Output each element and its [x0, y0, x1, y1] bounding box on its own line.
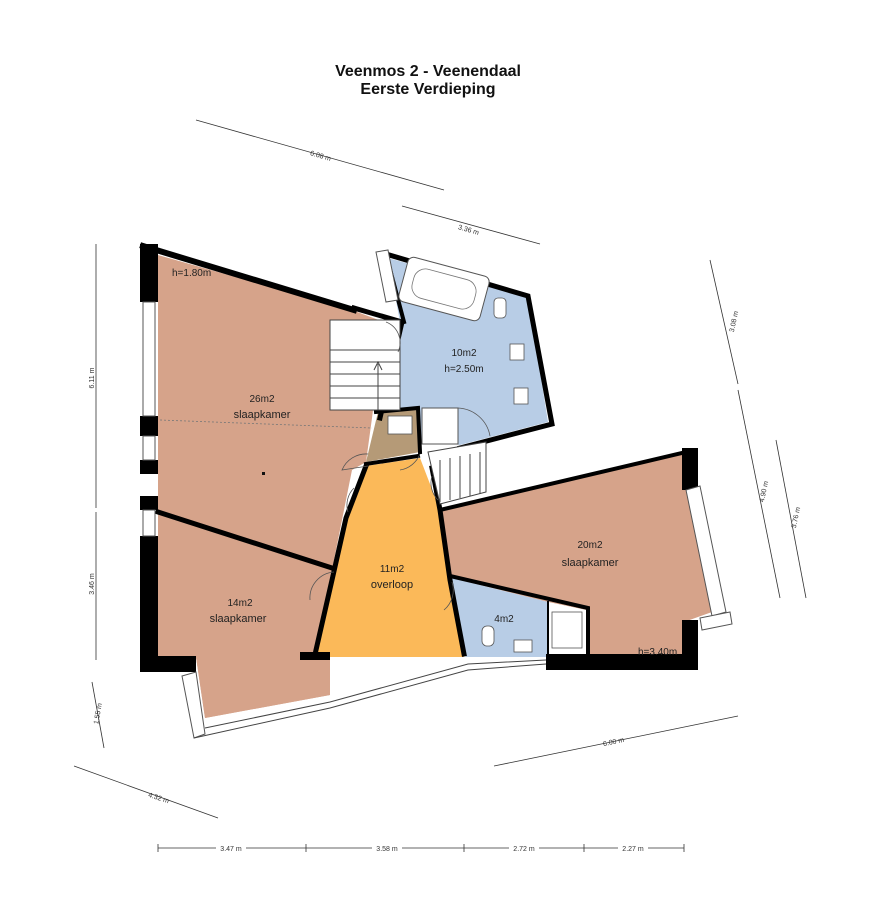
bedroom-right-area: 20m2 [577, 540, 602, 551]
dim-text-bottom-right-diag: 6.00 m [602, 737, 625, 748]
bedroom-marker [262, 472, 265, 475]
shower-bathroom [421, 407, 491, 445]
dim-text-bottom-1: 3.47 m [220, 846, 242, 853]
landing-name: overloop [371, 579, 413, 591]
dim-text-left-bottom: 1.55 m [93, 702, 104, 724]
bedroom-large-name: slaapkamer [234, 409, 291, 421]
room-toilet [452, 578, 548, 657]
plan-title: Veenmos 2 - Veenendaal [335, 63, 521, 80]
dim-text-right-outer: 3.76 m [791, 506, 802, 529]
room-bedroom-right [440, 452, 712, 657]
dimension-right-outer: 3.76 m [775, 439, 807, 599]
dim-text-bottom-2: 3.58 m [376, 846, 398, 853]
toilet-fixture [481, 625, 533, 653]
bedroom-large-area: 26m2 [249, 394, 274, 405]
bedroom-right-height: h=3.40m [638, 647, 677, 658]
dimension-left-upper: 6.11 m [89, 244, 97, 508]
bathroom-height: h=2.50m [444, 364, 483, 375]
walls [139, 242, 698, 672]
dim-text-right-upper: 3.08 m [729, 310, 740, 333]
dimension-left-lower: 3.46 m [89, 512, 97, 660]
dimension-top-inner: 3.36 m [401, 205, 541, 245]
bathroom-toilet-fixture [493, 297, 507, 319]
dim-text-left-lower: 3.46 m [89, 573, 96, 595]
dim-text-top-outer: 6.08 m [309, 150, 332, 163]
bedroom-large-height: h=1.80m [172, 268, 211, 279]
dim-text-bottom-3: 2.72 m [513, 846, 535, 853]
plan-subtitle: Eerste Verdieping [360, 81, 495, 98]
bathroom-sinks [509, 343, 529, 405]
room-bedroom-large [158, 255, 384, 570]
bedroom-right-name: slaapkamer [562, 557, 619, 569]
bedroom-ceiling-line [159, 419, 373, 429]
bedroom-small-area: 14m2 [227, 598, 252, 609]
dim-text-left-upper: 6.11 m [89, 367, 96, 388]
toilet-shower [551, 611, 583, 649]
dimension-top-outer: 6.08 m [195, 119, 445, 191]
dimension-bottom-right-diag: 6.00 m [493, 715, 739, 767]
windows [142, 249, 733, 739]
bedroom-small-name: slaapkamer [210, 613, 267, 625]
hall-sink [387, 415, 413, 435]
dimension-bottom-left-diag: 4.32 m [73, 765, 219, 819]
dim-text-bottom-left-diag: 4.32 m [147, 792, 170, 805]
bathroom-area: 10m2 [451, 348, 476, 359]
bathtub [398, 256, 490, 322]
stairs-lower [427, 441, 487, 505]
dimension-right-upper: 3.08 m [709, 259, 740, 385]
dim-text-bottom-4: 2.27 m [622, 846, 644, 853]
dimension-bottom-row: 3.47 m 3.58 m 2.72 m 2.27 m [157, 843, 685, 853]
landing-area: 11m2 [380, 564, 405, 575]
toilet-area: 4m2 [494, 614, 514, 625]
stairs-upper [329, 319, 401, 411]
dim-text-right-middle: 4.90 m [759, 480, 770, 503]
doors [309, 321, 454, 611]
room-bedroom-small-bay [196, 657, 330, 718]
dimension-left-bottom: 1.55 m [91, 681, 105, 749]
dimension-right-middle: 4.90 m [737, 389, 781, 599]
